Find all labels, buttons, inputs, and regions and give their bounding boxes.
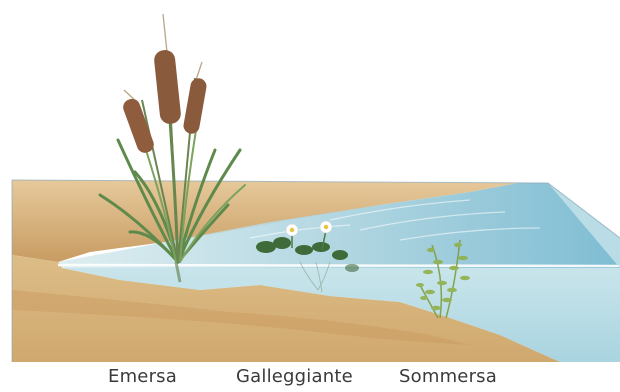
label-galleggiante: Galleggiante [236,366,353,387]
water-line [58,265,620,266]
label-sommersa: Sommersa [399,366,497,387]
label-emersa: Emersa [108,366,177,387]
plant-type-labels: Emersa Galleggiante Sommersa [0,366,620,392]
